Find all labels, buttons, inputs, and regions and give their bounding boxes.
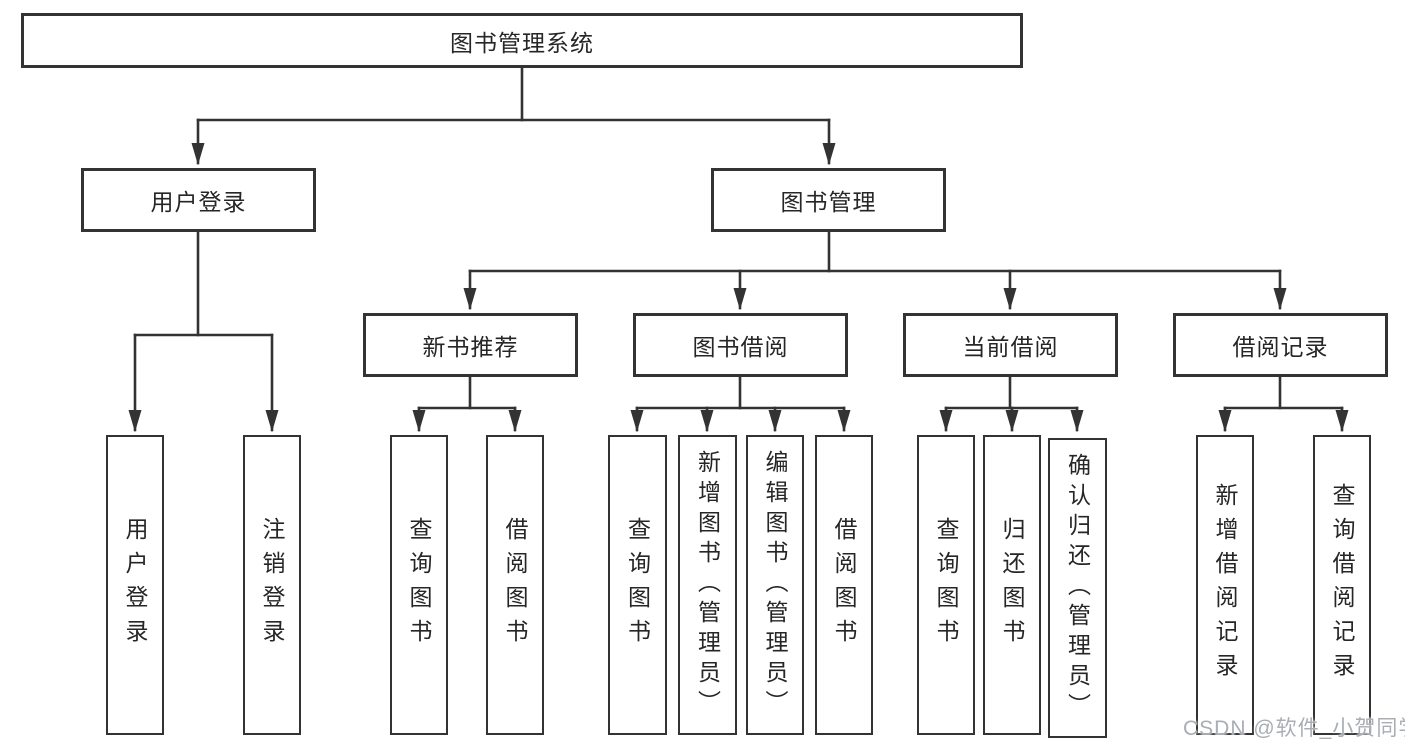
node-return-books: 归还图书 [983, 435, 1041, 735]
node-library-system: 图书管理系统 [21, 13, 1023, 68]
node-label: 新增图书（管理员） [694, 450, 721, 720]
node-book-management: 图书管理 [711, 168, 946, 232]
node-query-books-current: 查询图书 [917, 435, 975, 735]
node-label: 借阅记录 [1232, 334, 1329, 360]
node-label: 图书借阅 [692, 334, 789, 360]
node-label: 新书推荐 [422, 334, 519, 360]
node-label: 查询图书 [406, 517, 432, 653]
node-label: 用户登录 [150, 189, 247, 215]
node-label: 归还图书 [999, 517, 1025, 653]
node-label: 查询借阅记录 [1329, 483, 1355, 687]
node-new-book-recommendation: 新书推荐 [363, 313, 578, 377]
node-query-books-borrow: 查询图书 [608, 435, 667, 735]
node-label: 注销登录 [259, 517, 285, 653]
node-add-borrow-record: 新增借阅记录 [1196, 435, 1254, 735]
node-label: 用户登录 [122, 517, 148, 653]
node-add-book-admin: 新增图书（管理员） [678, 435, 737, 735]
node-confirm-return-admin: 确认归还（管理员） [1048, 438, 1107, 738]
node-book-borrowing: 图书借阅 [633, 313, 848, 377]
node-label: 查询图书 [624, 517, 651, 653]
node-label: 图书管理 [780, 189, 877, 215]
node-label: 确认归还（管理员） [1064, 453, 1091, 723]
node-logout: 注销登录 [243, 435, 301, 735]
node-label: 查询图书 [933, 517, 959, 653]
node-current-borrowing: 当前借阅 [903, 313, 1118, 377]
node-label: 借阅图书 [831, 517, 857, 653]
node-borrowing-records: 借阅记录 [1173, 313, 1388, 377]
node-user-login: 用户登录 [81, 168, 316, 232]
node-borrow-books-recommend: 借阅图书 [486, 435, 544, 735]
watermark: CSDN @软件_小贺同学 [1183, 717, 1405, 740]
node-label: 新增借阅记录 [1212, 483, 1238, 687]
node-label: 当前借阅 [962, 334, 1059, 360]
node-edit-book-admin: 编辑图书（管理员） [746, 435, 804, 735]
node-login: 用户登录 [106, 435, 164, 735]
node-label: 借阅图书 [502, 517, 528, 653]
node-query-books-recommend: 查询图书 [390, 435, 448, 735]
node-borrow-books: 借阅图书 [815, 435, 873, 735]
node-label: 图书管理系统 [450, 29, 594, 56]
node-label: 编辑图书（管理员） [762, 450, 788, 720]
node-query-borrow-record: 查询借阅记录 [1313, 435, 1371, 735]
